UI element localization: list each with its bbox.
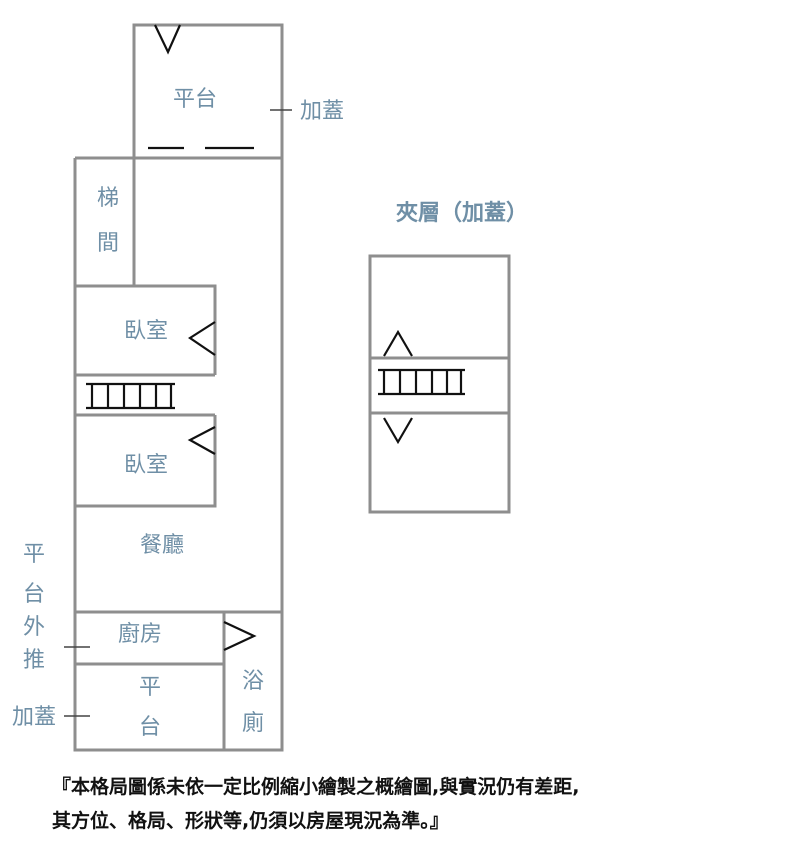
main-floor-symbols <box>86 24 257 651</box>
bedroom-2-wall <box>75 415 217 508</box>
stair-up-arrow-icon <box>383 329 413 357</box>
main-floor-walls <box>73 23 284 752</box>
platform-extended-label-4: 推 <box>23 648 45 673</box>
main-body-outline <box>73 156 284 752</box>
kitchen-label: 廚房 <box>118 622 162 647</box>
bedroom-1-label: 臥室 <box>124 319 168 344</box>
stair-ladder-icon <box>86 382 175 410</box>
door-top-icon <box>154 24 182 55</box>
disclaimer-line-2: 其方位、格局、形狀等,仍須以房屋現況為準。』 <box>52 810 449 832</box>
floor-plan-diagram: 平台 梯 間 臥室 臥室 餐廳 廚房 平 台 浴 廁 加蓋 平 台 外 推 加蓋… <box>12 23 528 752</box>
disclaimer-line-1: 『本格局圖係未依一定比例縮小繪製之概繪圖,與實況仍有差距, <box>52 776 580 798</box>
platform-top-label: 平台 <box>173 87 217 112</box>
mezzanine-title: 夾層（加蓋） <box>396 200 528 226</box>
bathroom-label-1: 浴 <box>242 669 264 694</box>
annotation-leaders <box>64 109 292 717</box>
bottom-addition-label: 加蓋 <box>12 705 56 730</box>
door-bedroom-2-icon <box>187 426 216 455</box>
bathroom-label-2: 廁 <box>242 711 264 736</box>
door-bathroom-icon <box>223 621 257 651</box>
platform-bottom-label-1: 平 <box>139 675 161 700</box>
stairwell-label-1: 梯 <box>97 186 119 211</box>
bedroom-2-label: 臥室 <box>124 453 168 478</box>
door-bedroom-1-icon <box>188 321 216 356</box>
mezzanine-outline <box>368 254 511 514</box>
disclaimer: 『本格局圖係未依一定比例縮小繪製之概繪圖,與實況仍有差距, 其方位、格局、形狀等… <box>52 770 772 838</box>
platform-extended-label-1: 平 <box>23 542 45 567</box>
stair-down-arrow-icon <box>383 417 413 445</box>
platform-bottom-label-2: 台 <box>139 715 161 740</box>
mezzanine-symbols <box>378 329 465 445</box>
stairwell-label-2: 間 <box>97 231 119 256</box>
platform-extended-label-3: 外 <box>23 615 45 640</box>
dining-room-label: 餐廳 <box>140 533 184 558</box>
mezzanine-stair-ladder-icon <box>378 368 465 396</box>
platform-extended-label-2: 台 <box>23 582 45 607</box>
top-addition-label: 加蓋 <box>300 99 344 124</box>
mezzanine-walls <box>368 254 511 514</box>
bedroom-1-wall <box>75 284 217 375</box>
